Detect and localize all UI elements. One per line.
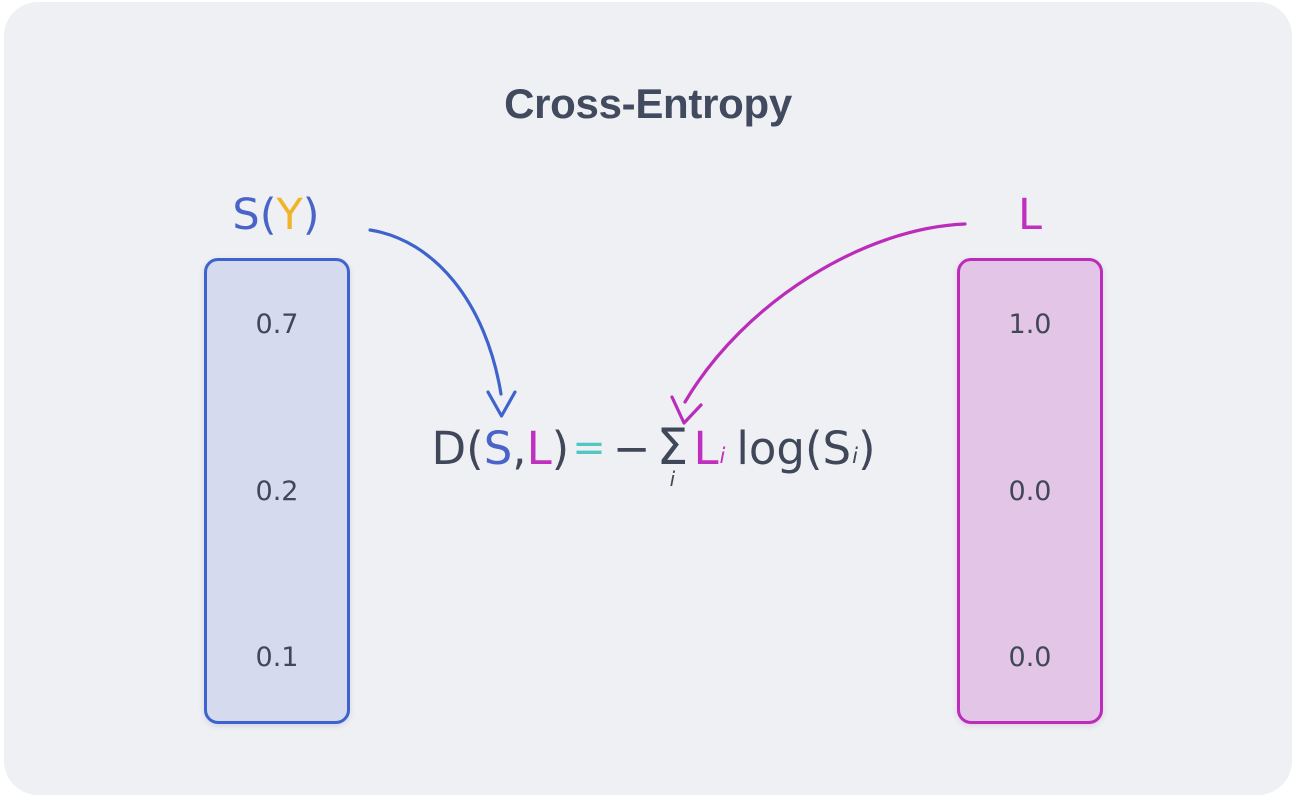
formula-comma: , bbox=[512, 421, 527, 475]
formula-l: L bbox=[526, 421, 552, 475]
formula-log: log( bbox=[736, 421, 823, 475]
formula-close-paren: ) bbox=[551, 421, 570, 475]
onehot-cell-0: 1.0 bbox=[1008, 309, 1052, 340]
formula-equals: = bbox=[572, 425, 606, 471]
formula-l-term: L bbox=[693, 421, 719, 475]
onehot-vector-box: 1.0 0.0 0.0 bbox=[957, 258, 1103, 724]
left-vector-label: S(Y) bbox=[200, 190, 352, 240]
formula-d: D bbox=[431, 421, 467, 475]
diagram-card: Cross-Entropy S(Y) L 0.7 0.2 0.1 1.0 0.0… bbox=[4, 2, 1292, 795]
formula-s-subscript: i bbox=[852, 443, 858, 468]
softmax-cell-1: 0.2 bbox=[255, 475, 299, 507]
magenta-curved-arrow-icon bbox=[670, 222, 967, 425]
formula-s: S bbox=[483, 421, 513, 475]
onehot-cell-2: 0.0 bbox=[1008, 642, 1052, 673]
sigma-glyph: Σ bbox=[656, 418, 689, 476]
formula-log-close: ) bbox=[857, 421, 876, 475]
formula-open-paren: ( bbox=[466, 421, 484, 475]
softmax-cell-0: 0.7 bbox=[255, 309, 299, 340]
softmax-cell-2: 0.1 bbox=[255, 642, 299, 673]
page-title: Cross-Entropy bbox=[504, 80, 792, 127]
right-vector-label: L bbox=[1018, 190, 1042, 240]
left-label-prefix: S( bbox=[232, 190, 277, 240]
sigma-subscript: i bbox=[669, 467, 676, 491]
formula-minus: − bbox=[612, 421, 651, 475]
softmax-vector-box: 0.7 0.2 0.1 bbox=[204, 258, 350, 724]
left-label-suffix: ) bbox=[302, 190, 320, 240]
onehot-cell-1: 0.0 bbox=[1008, 475, 1052, 507]
left-label-inner: Y bbox=[276, 190, 303, 240]
formula-s-term: S bbox=[822, 421, 852, 475]
blue-curved-arrow-icon bbox=[368, 228, 517, 418]
formula-l-subscript: i bbox=[719, 443, 726, 468]
